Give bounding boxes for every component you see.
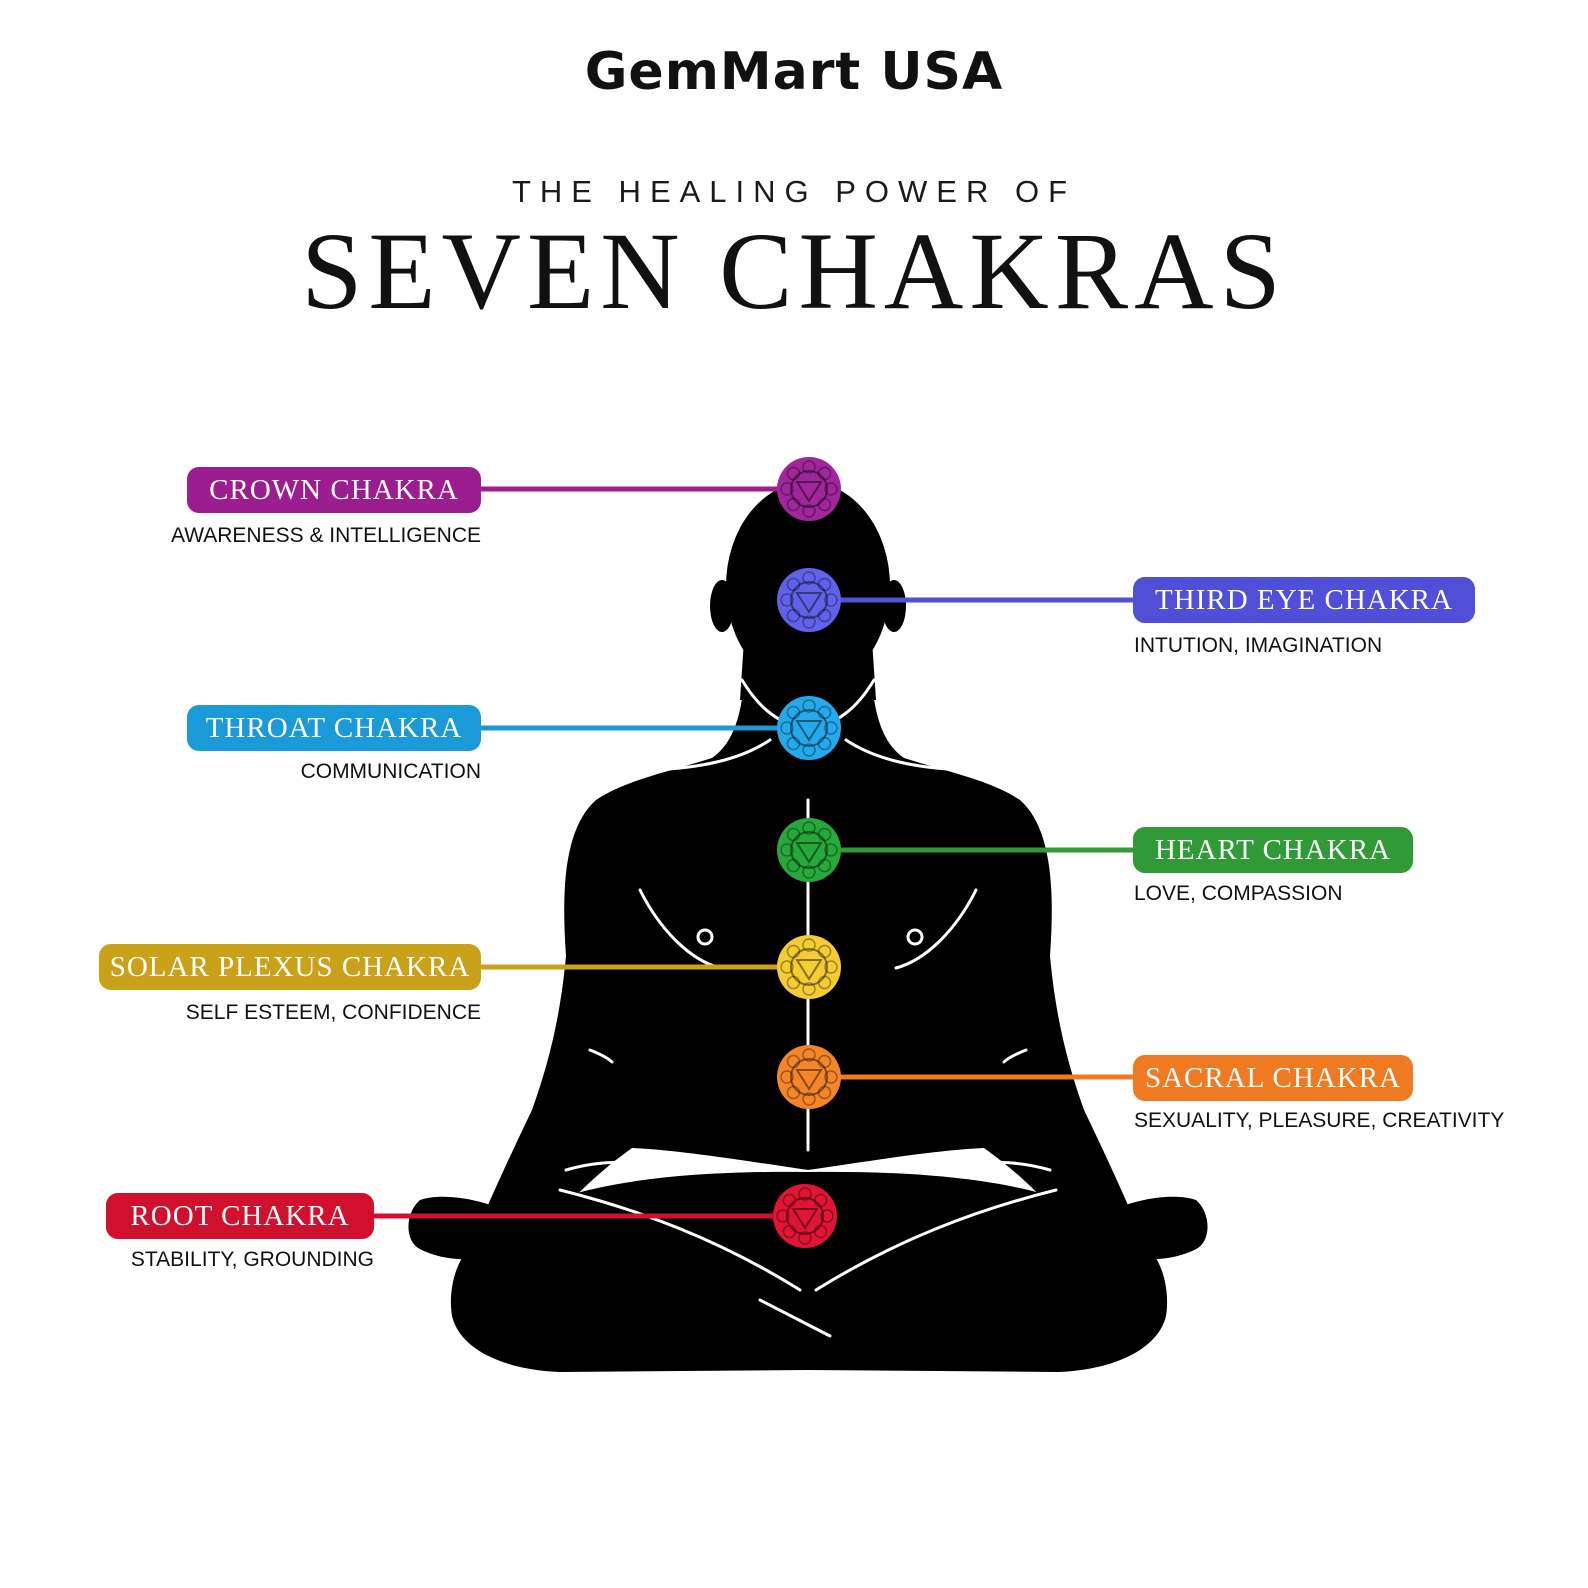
- third-eye-chakra-icon: [777, 568, 841, 632]
- throat-chakra-description: COMMUNICATION: [300, 760, 481, 783]
- heart-chakra-label: HEART CHAKRA: [1133, 827, 1413, 873]
- third-eye-chakra-label: THIRD EYE CHAKRA: [1133, 577, 1475, 623]
- root-chakra-label: ROOT CHAKRA: [106, 1193, 374, 1239]
- root-chakra-icon: [773, 1184, 837, 1248]
- root-chakra-description: STABILITY, GROUNDING: [130, 1248, 374, 1271]
- heart-chakra-description: LOVE, COMPASSION: [1134, 882, 1343, 905]
- crown-chakra-icon: [777, 457, 841, 521]
- brand-logo: GemMart USA: [584, 42, 1004, 102]
- solar-plexus-chakra-label: SOLAR PLEXUS CHAKRA: [99, 944, 481, 990]
- sacral-chakra-icon: [777, 1045, 841, 1109]
- connector-lines: [374, 486, 1133, 1219]
- page-title: SEVEN CHAKRAS: [301, 210, 1287, 332]
- solar-plexus-chakra-icon: [777, 935, 841, 999]
- page-subtitle: THE HEALING POWER OF: [511, 174, 1077, 209]
- third-eye-chakra-description: INTUTION, IMAGINATION: [1134, 634, 1383, 657]
- chakra-points: [773, 457, 841, 1248]
- crown-chakra-label: CROWN CHAKRA: [187, 467, 481, 513]
- solar-plexus-chakra-description: SELF ESTEEM, CONFIDENCE: [185, 1001, 481, 1024]
- nipple-marks: [696, 928, 924, 946]
- throat-chakra-icon: [777, 696, 841, 760]
- throat-chakra-label: THROAT CHAKRA: [187, 705, 481, 751]
- crown-chakra-description: AWARENESS & INTELLIGENCE: [170, 524, 481, 547]
- sacral-chakra-description: SEXUALITY, PLEASURE, CREATIVITY: [1134, 1109, 1505, 1132]
- sacral-chakra-label: SACRAL CHAKRA: [1133, 1055, 1413, 1101]
- heart-chakra-icon: [777, 818, 841, 882]
